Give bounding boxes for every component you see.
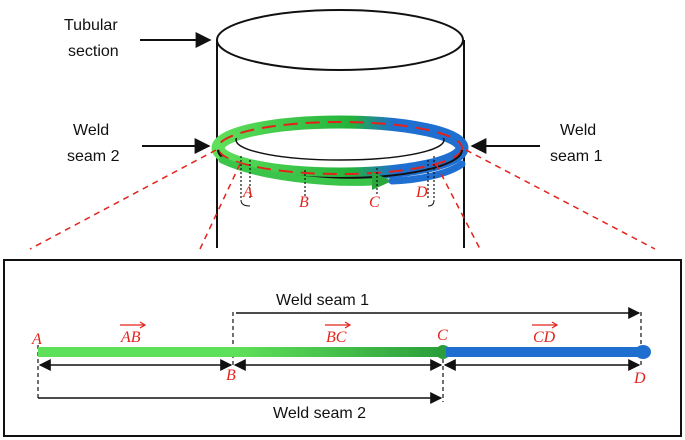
tubular-label-line2: section (68, 43, 119, 60)
ring-point-markers (240, 156, 435, 207)
segment-ab-label: AB (120, 321, 147, 346)
weld-seam2-label-line2: seam 2 (67, 148, 120, 165)
point-d-marker (635, 345, 651, 359)
svg-text:CD: CD (533, 329, 556, 346)
tubular-label-line1: Tubular (64, 17, 118, 34)
svg-text:BC: BC (326, 329, 347, 346)
weld-seam2-dimension-label: Weld seam 2 (273, 405, 366, 422)
bar-point-a: A (31, 331, 42, 348)
tubular-section (216, 9, 465, 248)
weld-seam1-dimension-label: Weld seam 1 (276, 292, 369, 309)
svg-text:AB: AB (120, 329, 141, 346)
segment-ab-bar (38, 347, 234, 357)
weld-ring (211, 115, 469, 190)
projection-lines (29, 149, 656, 250)
bar-point-b: B (226, 367, 236, 384)
segment-cd-label: CD (532, 321, 559, 346)
weld-seam1-label-line2: seam 1 (550, 148, 603, 165)
weld-seam2-label-line1: Weld (73, 122, 109, 139)
ring-point-c: C (369, 194, 380, 211)
bar-point-d: D (633, 370, 646, 387)
ring-point-d: D (415, 184, 428, 201)
segment-bc-label: BC (325, 321, 352, 346)
bar-point-c: C (437, 327, 448, 344)
ring-point-a: A (242, 184, 253, 201)
weld-seam1-label-line1: Weld (560, 122, 596, 139)
ring-point-b: B (299, 194, 309, 211)
segment-bc-bar (233, 347, 443, 357)
segment-cd-bar (446, 347, 642, 357)
